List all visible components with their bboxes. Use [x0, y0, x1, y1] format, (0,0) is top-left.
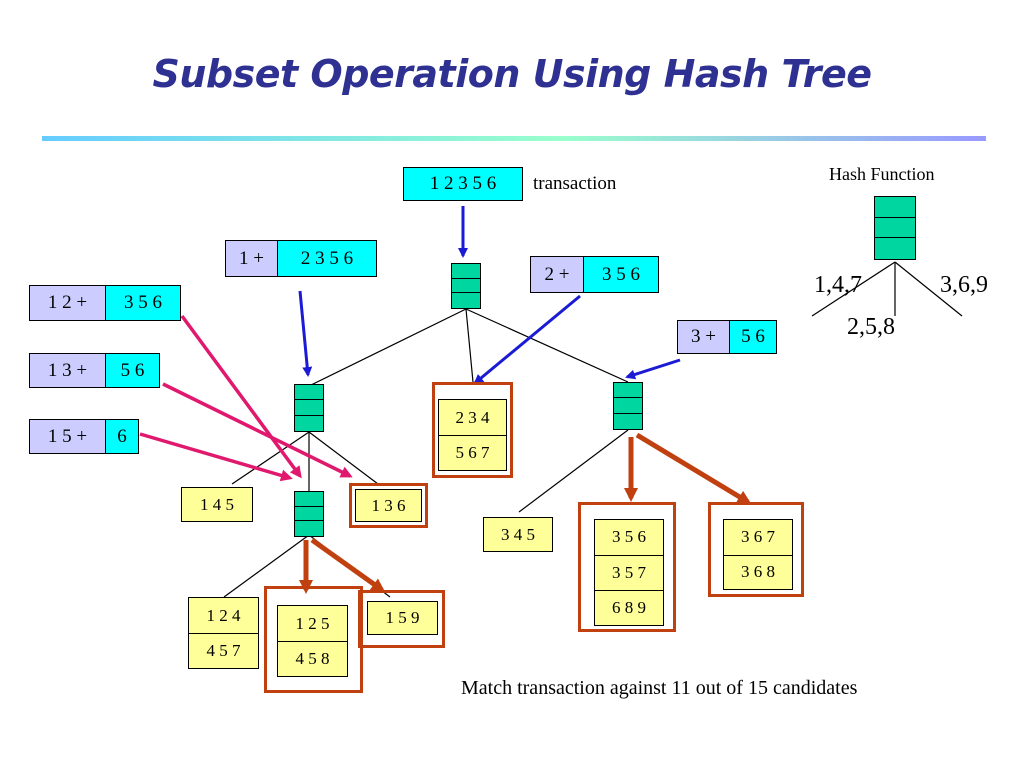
- edge-right-345: [518, 429, 629, 513]
- left-left-node: [294, 491, 324, 537]
- transaction-box: 1 2 3 5 6: [403, 167, 523, 201]
- arrow-13plus: [162, 382, 353, 478]
- leaf-item: 1 5 9: [385, 608, 420, 627]
- root-node: [451, 263, 481, 309]
- split-1plus-prefix: 1 +: [226, 241, 278, 276]
- leaf-124: 1 2 4 4 5 7: [188, 597, 259, 669]
- slide-title: Subset Operation Using Hash Tree: [152, 52, 872, 96]
- title-underline: [42, 136, 986, 141]
- leaf-item: 1 4 5: [200, 494, 234, 514]
- highlight-356: [578, 502, 676, 632]
- leaf-item: 1 3 6: [371, 495, 406, 515]
- transaction-label: transaction: [533, 173, 617, 194]
- edge-root-left: [308, 308, 467, 387]
- edge-root-mid: [465, 308, 474, 383]
- hash-function-node: [874, 196, 916, 260]
- arrow-right-367: [635, 432, 752, 505]
- arrow-15plus: [139, 432, 293, 482]
- arrow-12plus: [180, 314, 302, 479]
- split-13plus-rest: 5 6: [106, 354, 159, 387]
- edge-ll-124: [223, 534, 310, 598]
- split-12plus-rest: 3 5 6: [106, 286, 180, 320]
- hash-function-title: Hash Function: [829, 164, 935, 184]
- leaf-item: 4 5 8: [278, 641, 347, 676]
- split-2plus: 2 + 3 5 6: [530, 256, 659, 293]
- leaf-234: 2 3 4 5 6 7: [438, 399, 507, 471]
- edge-left-136: [308, 431, 379, 485]
- leaf-item: 1 2 4: [206, 605, 241, 625]
- split-2plus-rest: 3 5 6: [584, 257, 658, 292]
- leaf-item: 1 2 5: [295, 613, 330, 633]
- split-3plus-rest: 5 6: [730, 321, 776, 353]
- split-12plus: 1 2 + 3 5 6: [29, 285, 181, 321]
- arrow-ll-159: [310, 537, 386, 593]
- split-3plus: 3 + 5 6: [677, 320, 777, 354]
- footer-note: Match transaction against 11 out of 15 c…: [461, 677, 858, 699]
- transaction-value: 1 2 3 5 6: [404, 168, 522, 200]
- hash-branch-147: 1,4,7: [814, 272, 862, 298]
- split-15plus: 1 5 + 6: [29, 419, 139, 454]
- leaf-125: 1 2 5 4 5 8: [277, 605, 348, 677]
- highlight-136: [349, 483, 428, 528]
- leaf-367: 3 6 7 3 6 8: [723, 519, 793, 590]
- split-3plus-prefix: 3 +: [678, 321, 730, 353]
- split-13plus-prefix: 1 3 +: [30, 354, 106, 387]
- hash-edge-left: [811, 261, 896, 317]
- left-node: [294, 384, 324, 432]
- leaf-136: 1 3 6: [355, 489, 422, 522]
- leaf-item: 3 5 6: [612, 527, 646, 547]
- highlight-159: [358, 590, 445, 648]
- arrow-3plus-right: [625, 358, 681, 380]
- split-13plus: 1 3 + 5 6: [29, 353, 160, 388]
- split-12plus-prefix: 1 2 +: [30, 286, 106, 320]
- split-2plus-prefix: 2 +: [531, 257, 584, 292]
- leaf-159: 1 5 9: [367, 601, 438, 635]
- leaf-145: 1 4 5: [181, 487, 253, 522]
- highlight-125: [264, 586, 363, 693]
- arrow-1plus-left: [298, 290, 313, 377]
- highlight-234: [432, 382, 513, 478]
- leaf-item: 4 5 7: [189, 633, 258, 668]
- leaf-356: 3 5 6 3 5 7 6 8 9: [594, 519, 664, 626]
- leaf-345: 3 4 5: [483, 517, 553, 552]
- leaf-item: 3 4 5: [501, 524, 535, 544]
- leaf-item: 3 6 8: [724, 554, 792, 590]
- highlight-367: [708, 502, 804, 597]
- leaf-item: 3 6 7: [741, 527, 775, 547]
- hash-branch-369: 3,6,9: [940, 272, 988, 298]
- hash-branch-258: 2,5,8: [847, 314, 895, 340]
- leaf-item: 6 8 9: [595, 589, 663, 625]
- split-1plus: 1 + 2 3 5 6: [225, 240, 377, 277]
- leaf-item: 3 5 7: [595, 554, 663, 590]
- leaf-item: 5 6 7: [439, 435, 506, 470]
- arrow-2plus-mid: [473, 294, 581, 385]
- hash-edge-right: [894, 261, 963, 317]
- split-15plus-rest: 6: [106, 420, 138, 453]
- edge-left-145: [231, 431, 310, 485]
- split-15plus-prefix: 1 5 +: [30, 420, 106, 453]
- split-1plus-rest: 2 3 5 6: [278, 241, 376, 276]
- leaf-item: 2 3 4: [455, 407, 490, 427]
- edge-root-right: [465, 308, 629, 383]
- right-node: [613, 382, 643, 430]
